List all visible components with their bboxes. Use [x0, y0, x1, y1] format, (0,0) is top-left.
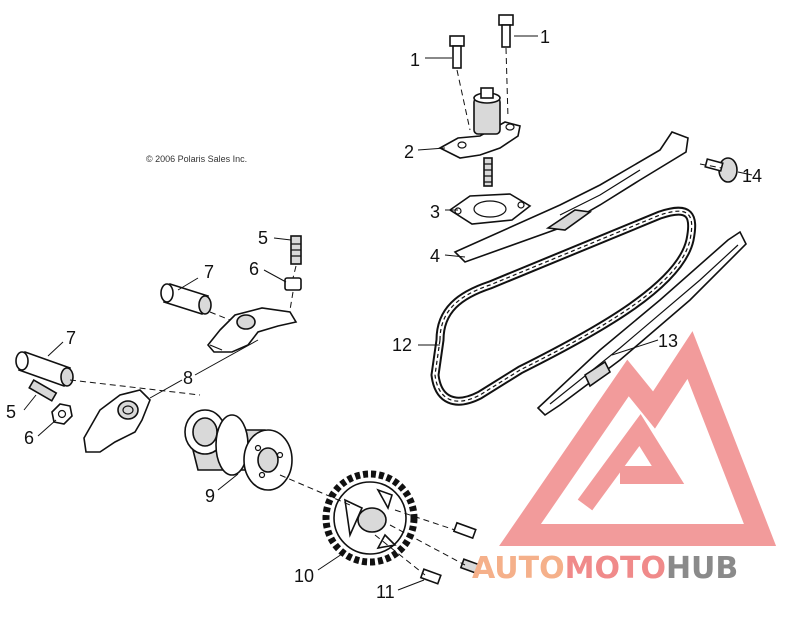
callout-2: 2	[404, 142, 414, 162]
cam-chain-tensioner	[438, 87, 521, 187]
callout-3: 3	[430, 202, 440, 222]
cam-chain	[430, 206, 697, 406]
cam-sprocket	[322, 470, 418, 566]
watermark-auto: AUTO	[472, 551, 565, 586]
callout-6-upper: 6	[249, 259, 259, 279]
callout-12: 12	[392, 335, 412, 355]
adjuster-screw-lower	[28, 378, 58, 402]
rocker-shaft-lower	[15, 350, 74, 388]
tensioner-guide	[453, 131, 689, 263]
guide-pivot-bolt	[704, 157, 738, 183]
callout-4: 4	[430, 246, 440, 266]
callout-7-lower: 7	[66, 328, 76, 348]
copyright-text: © 2006 Polaris Sales Inc.	[146, 154, 247, 164]
lock-nut-upper	[284, 277, 302, 291]
callout-5-lower: 5	[6, 402, 16, 422]
rocker-arm-lower	[83, 389, 151, 453]
callout-1-left: 1	[410, 50, 420, 70]
callout-11: 11	[376, 582, 395, 602]
sprocket-bolt-1	[452, 521, 477, 540]
callout-13: 13	[658, 331, 678, 351]
tensioner-gasket	[448, 193, 532, 225]
callout-14: 14	[742, 166, 762, 186]
callout-1-right: 1	[540, 27, 550, 47]
watermark-logo	[499, 331, 777, 546]
camshaft	[184, 409, 293, 491]
callout-6-lower: 6	[24, 428, 34, 448]
chain-guide	[536, 230, 747, 417]
callout-7-upper: 7	[204, 262, 214, 282]
adjuster-screw-upper	[290, 235, 302, 265]
callout-10: 10	[294, 566, 314, 586]
callout-8: 8	[183, 368, 193, 388]
rocker-shaft-upper	[160, 283, 212, 315]
rocker-arm-upper	[206, 307, 298, 353]
callout-5-upper: 5	[258, 228, 268, 248]
tensioner-bolt-left	[449, 35, 465, 69]
watermark-text: AUTOMOTOHUB	[472, 551, 738, 586]
tensioner-bolt-right	[498, 14, 514, 48]
watermark-hub: HUB	[666, 551, 738, 586]
sprocket-bolt-3	[419, 568, 442, 585]
callout-9: 9	[205, 486, 215, 506]
watermark-moto: MOTO	[565, 551, 666, 586]
